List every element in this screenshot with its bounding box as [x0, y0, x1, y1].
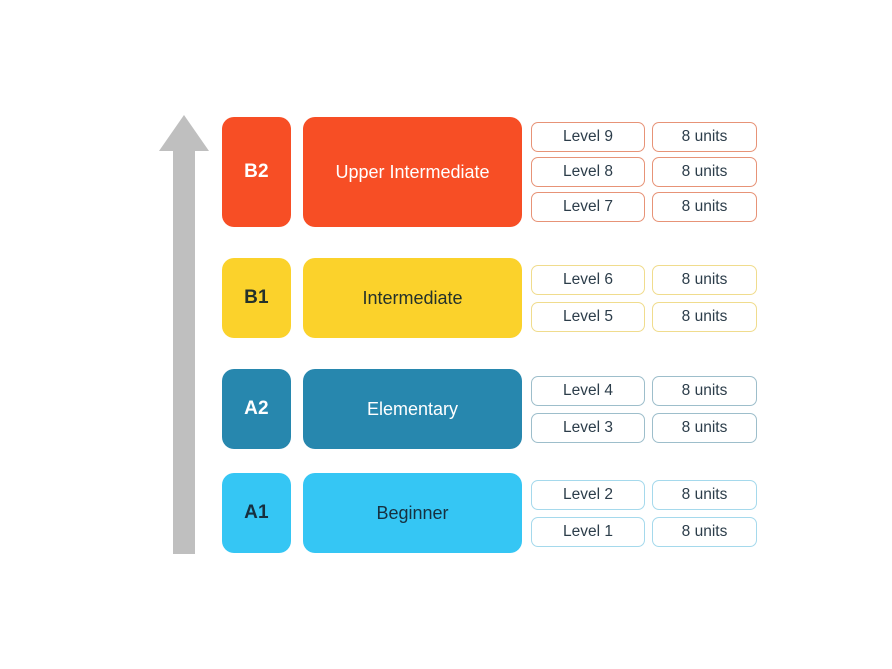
progression-arrow [157, 113, 211, 556]
level-name-b2[interactable]: Upper Intermediate [303, 117, 522, 227]
units-pill[interactable]: 8 units [652, 157, 757, 187]
levels-column-b1: Level 6 8 units Level 5 8 units [531, 258, 757, 338]
levels-column-a2: Level 4 8 units Level 3 8 units [531, 369, 757, 449]
level-name-a1[interactable]: Beginner [303, 473, 522, 553]
level-pill[interactable]: Level 7 [531, 192, 645, 222]
cefr-row-b2: B2 Upper Intermediate Level 9 8 units Le… [222, 117, 757, 227]
cefr-row-b1: B1 Intermediate Level 6 8 units Level 5 … [222, 258, 757, 338]
units-pill[interactable]: 8 units [652, 412, 757, 443]
level-row: Level 3 8 units [531, 412, 757, 443]
level-row: Level 1 8 units [531, 516, 757, 547]
level-pill[interactable]: Level 9 [531, 122, 645, 152]
level-pill[interactable]: Level 1 [531, 516, 645, 547]
up-arrow-icon [159, 115, 209, 554]
units-pill[interactable]: 8 units [652, 375, 757, 406]
level-row: Level 5 8 units [531, 301, 757, 332]
level-code-b1[interactable]: B1 [222, 258, 291, 338]
units-pill[interactable]: 8 units [652, 122, 757, 152]
levels-column-b2: Level 9 8 units Level 8 8 units Level 7 … [531, 117, 757, 227]
units-pill[interactable]: 8 units [652, 192, 757, 222]
level-row: Level 4 8 units [531, 375, 757, 406]
level-name-b1[interactable]: Intermediate [303, 258, 522, 338]
units-pill[interactable]: 8 units [652, 516, 757, 547]
level-pill[interactable]: Level 3 [531, 412, 645, 443]
units-pill[interactable]: 8 units [652, 264, 757, 295]
level-pill[interactable]: Level 2 [531, 479, 645, 510]
units-pill[interactable]: 8 units [652, 479, 757, 510]
level-code-a1[interactable]: A1 [222, 473, 291, 553]
level-pill[interactable]: Level 4 [531, 375, 645, 406]
level-code-a2[interactable]: A2 [222, 369, 291, 449]
level-row: Level 6 8 units [531, 264, 757, 295]
level-row: Level 9 8 units [531, 122, 757, 152]
level-row: Level 7 8 units [531, 192, 757, 222]
cefr-row-a1: A1 Beginner Level 2 8 units Level 1 8 un… [222, 473, 757, 553]
level-code-b2[interactable]: B2 [222, 117, 291, 227]
level-pill[interactable]: Level 8 [531, 157, 645, 187]
level-name-a2[interactable]: Elementary [303, 369, 522, 449]
level-row: Level 8 8 units [531, 157, 757, 187]
levels-column-a1: Level 2 8 units Level 1 8 units [531, 473, 757, 553]
units-pill[interactable]: 8 units [652, 301, 757, 332]
cefr-row-a2: A2 Elementary Level 4 8 units Level 3 8 … [222, 369, 757, 449]
level-pill[interactable]: Level 5 [531, 301, 645, 332]
level-row: Level 2 8 units [531, 479, 757, 510]
level-pill[interactable]: Level 6 [531, 264, 645, 295]
